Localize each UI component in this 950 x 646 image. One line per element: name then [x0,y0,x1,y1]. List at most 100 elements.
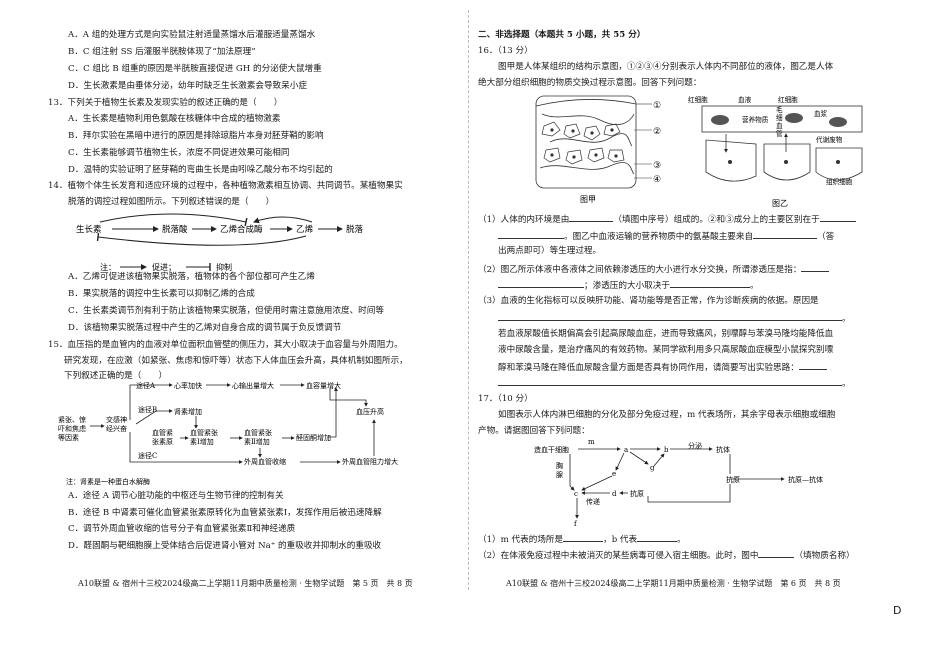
q15-option-b: B．途径 B 中肾素可催化血管紧张素原转化为血管紧张素Ⅰ，发挥作用后被迅速降解 [68,508,382,518]
fig-jia-mark-1: ① [653,101,661,111]
q12-option-c: C．C 组比 B 组重的原因是半胱胺直接促进 GH 的分泌使大鼠增重 [68,64,322,74]
q16-1-text-a: （1）人体的内环境是由 [478,215,570,225]
figure-jia: ① ② ③ ④ 图甲 [535,95,661,204]
q17-complex: 抗原—抗体 [788,475,823,484]
q14-node-abscission: 脱落 [346,224,364,235]
q16-4-line-4: 。 [498,377,851,390]
q15-stimulus-2: 吓和焦虑 [58,424,86,433]
q17-intro-2: 产物。请据图回答下列问题： [478,426,590,436]
right-footer: A10联盟 & 宿州十三校2024级高二上学期11月期中质量检测 · 生物学试题… [506,579,841,588]
q17-diagram: 造血干细胞 m 胸 腺 a b 分泌 抗体 g e c 传递 d 抗原 f 抗原… [534,438,823,528]
q17-1-blank-1[interactable] [563,533,604,542]
fig-yi-cap-4: 管 [776,129,783,138]
fig-jia-mark-3: ③ [653,161,661,171]
q15-stimulus-1: 紧张、惊 [58,415,86,424]
q14-option-a: A．乙烯可促进该植物果实脱落，植物体的各个部位都可产生乙烯 [68,272,315,282]
fig-yi-waste: 代谢废物 [816,135,843,144]
fig-yi-rbc-1: 红细胞 [688,95,708,104]
q14-option-b: B．果实脱落的调控中生长素可以抑制乙烯的合成 [68,289,255,299]
fig-yi-nutrients: 营养物质 [742,115,769,124]
q15-angio-3b: 素Ⅱ增加 [244,437,270,446]
q16-4-text-3: 醇和苯溴马隆在降低血尿酸含量方面是否具有协同作用，请简要写出实验思路： [498,363,799,373]
fig-yi-cap-2: 细 [776,113,783,122]
q16-4-line-3: 醇和苯溴马隆在降低血尿酸含量方面是否具有协同作用，请简要写出实验思路： [498,361,827,374]
q17-antibody: 抗体 [716,445,730,454]
q16-1-blank-2[interactable] [819,213,856,222]
q15-note: 注：肾素是一种蛋白水解酶 [66,477,150,486]
q12-option-a: A．A 组的处理方式是向实验鼠注射适量蒸馏水后灌服适量蒸馏水 [68,30,316,40]
q14-node-ethylene: 乙烯 [296,224,314,235]
q17-e: e [612,470,616,478]
q14-stem-2: 脱落的调控过程如图所示。下列叙述错误的是（ ） [68,197,275,207]
left-footer: A10联盟 & 宿州十三校2024级高二上学期11月期中质量检测 · 生物学试题… [78,579,413,588]
page-divider [468,10,469,590]
q14-diagram: 生长素 脱落酸 乙烯合成酶 乙烯 脱落 注： 促进； 抑制 [76,213,364,272]
q15-vessel: 外周血管收缩 [244,457,286,466]
q15-resist: 外周血管阻力增大 [342,457,398,466]
q16-2-blank-3[interactable] [669,279,750,288]
q15-center-1: 交感神 [106,415,127,424]
q15-diagram: 紧张、惊 吓和焦虑 等因素 交感神 经兴奋 途径A 途径B 途径C 心率加快 心… [58,381,398,486]
q17-present: 传递 [586,497,600,506]
q17-d: d [612,490,617,498]
q17-1-blank-2[interactable] [637,533,678,542]
q14-node-auxin: 生长素 [76,224,102,235]
fig-jia-mark-2: ② [653,127,661,137]
q17-2-blank[interactable] [758,549,795,558]
fig-jia-caption: 图甲 [580,195,596,204]
q17-header: 17．（10 分） [478,394,533,404]
q17-c: c [574,490,578,498]
q16-3-text-a: （3）血液的生化指标可以反映肝功能、肾功能等是否正常，作为诊断疾病的依据。原因是 [478,296,819,306]
q16-3-blank[interactable] [498,312,842,321]
q15-stem-2: 研究发现，在应激（如紧张、焦虑和惊吓等）状态下人体血压会升高，具体机制如图所示， [64,356,408,366]
fig-yi-plasma: 血浆 [814,109,828,118]
q15-output: 心输出量增大 [232,381,274,390]
q15-angio-2a: 血管紧张 [190,428,218,437]
q15-path-b: 途径B [138,405,157,414]
q16-1-text-e: 出两点即可）等生理过程。 [498,246,602,256]
q16-2-text-c: 。 [749,281,759,291]
q16-4-blank-1[interactable] [798,361,827,370]
q16-1-blank-3[interactable] [498,230,564,239]
q16-1-blank-4[interactable] [753,230,818,239]
q13-option-a: A．生长素是植物利用色氨酸在核糖体中合成的植物激素 [68,114,281,124]
q17-antigen-2: 抗原 [726,475,740,484]
q16-2-blank-1[interactable] [801,263,830,272]
q17-migrate-1: 胸 [556,461,563,470]
q17-f: f [574,520,578,528]
left-page: A．A 组的处理方式是向实验鼠注射适量蒸馏水后灌服适量蒸馏水 B．C 组注射 S… [0,0,470,646]
q15-stem-1: 15．血压指的是血管内的血液对单位面积血管壁的侧压力，其大小取决于血容量与外周阻… [48,340,403,350]
q16-3-line-2: 。 [498,312,851,325]
figure-yi: 红细胞 血液 红细胞 营养物质 血浆 代谢废物 组织细胞 毛 细 血 管 图乙 [688,95,863,208]
section-title: 二、非选择题（本题共 5 小题，共 55 分） [478,30,646,40]
fig-yi-rbc-2: 红细胞 [778,95,798,104]
q13-option-b: B．拜尔实验在黑暗中进行的原因是排除琼脂片本身对胚芽鞘的影响 [68,131,324,141]
fig-yi-tissue: 组织细胞 [826,177,853,186]
q17-m: m [588,438,595,446]
q12-option-b: B．C 组注射 SS 后灌服半胱胺体现了“加法原理” [68,47,256,57]
q15-angio-3a: 血管紧张 [244,428,272,437]
q15-angio-1a: 血管紧 [152,428,173,437]
q16-4-blank-2[interactable] [498,377,842,386]
q15-angio-2b: 素Ⅰ增加 [190,437,214,446]
q14-node-enzyme: 乙烯合成酶 [220,224,263,235]
q16-2-line-2: ；渗透压的大小取决于。 [498,279,759,292]
right-page: 二、非选择题（本题共 5 小题，共 55 分） 16．（13 分） 图甲是人体某… [470,0,940,646]
q16-intro-1: 图甲是人体某组织的结构示意图，①②③④分别表示人体内不同部位的液体，图乙是人体 [498,62,834,72]
q17-1-text-b: ，b 代表 [603,535,638,545]
q17-1-line: （1）m 代表的场所是，b 代表。 [478,533,686,546]
q14-stem-1: 14．植物个体生长发育和适应环境的过程中，各种植物激素相互协调、共同调节。某植物… [48,181,403,191]
q15-option-c: C．调节外周血管收缩的信号分子有血管紧张素Ⅱ和神经递质 [68,524,296,534]
q13-stem: 13．下列关于植物生长素及发现实验的叙述正确的是（ ） [48,98,283,108]
corner-letter: D [893,604,902,617]
q15-stimulus-3: 等因素 [58,433,79,442]
q17-2-text-b: （填物质名称） [794,551,855,561]
fig-yi-cap-3: 血 [776,121,783,130]
q16-4-end: 。 [842,379,851,389]
q15-path-a: 途径A [136,381,156,390]
q16-1-blank-1[interactable] [569,213,614,222]
q17-1-text-c: 。 [677,535,686,545]
q16-2-line-1: （2）图乙所示体液中各液体之间依赖渗透压的大小进行水分交换，所谓渗透压是指： [478,263,830,276]
q16-2-blank-2[interactable] [498,279,584,288]
q15-option-a: A．途径 A 调节心脏功能的中枢还与生物节律的控制有关 [68,491,284,501]
